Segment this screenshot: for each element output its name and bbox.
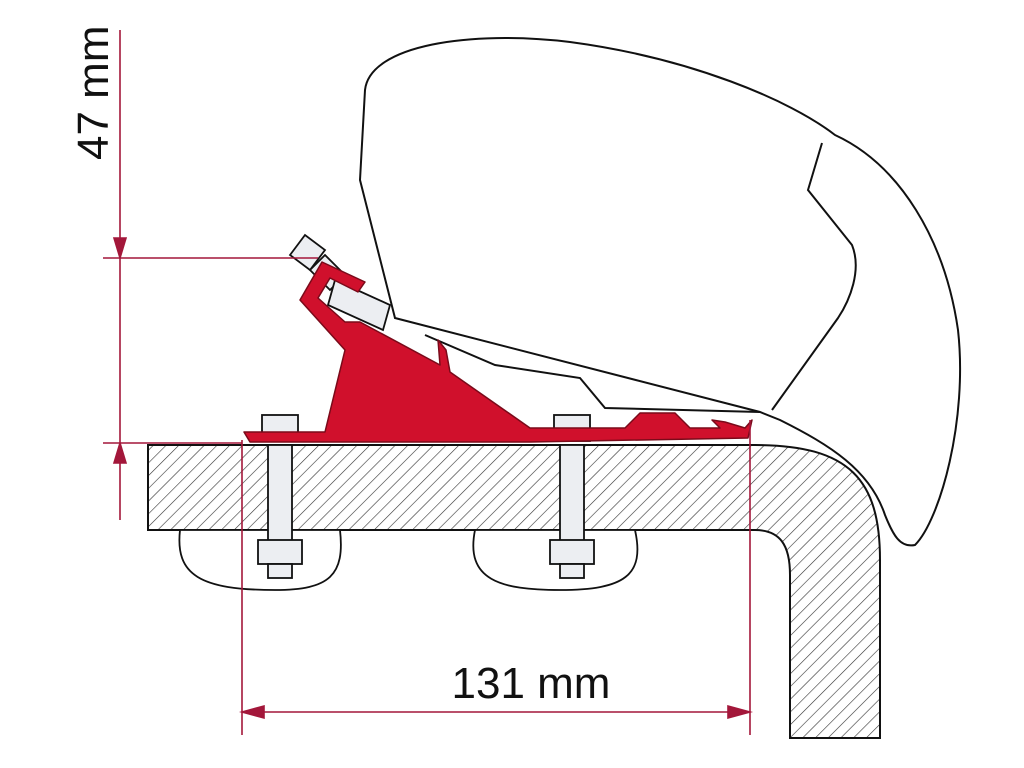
height-dimension bbox=[103, 30, 318, 520]
arrow-up-icon bbox=[112, 440, 128, 464]
mounting-bracket bbox=[243, 261, 753, 443]
width-label: 131 mm bbox=[452, 659, 611, 708]
arrow-right-icon bbox=[727, 704, 754, 720]
width-dimension bbox=[238, 420, 754, 735]
vehicle-wall-section bbox=[147, 444, 881, 739]
awning-housing bbox=[358, 37, 962, 547]
arrow-down-icon bbox=[112, 237, 128, 261]
bolt-left bbox=[178, 414, 342, 591]
height-label: 47 mm bbox=[69, 26, 118, 160]
arrow-left-icon bbox=[238, 704, 265, 720]
